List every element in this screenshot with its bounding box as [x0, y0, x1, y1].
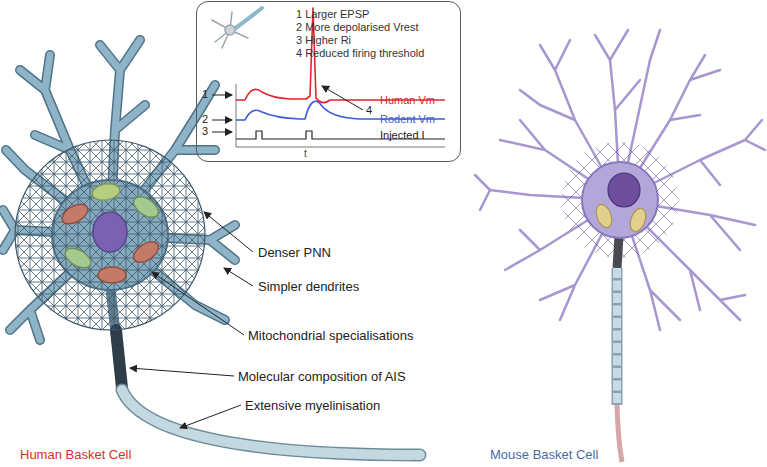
trace-label: Injected I	[380, 129, 425, 141]
human-organelle	[59, 200, 91, 228]
leader-arrow	[180, 405, 241, 428]
finding-item: 4 Reduced firing threshold	[296, 47, 424, 60]
mouse-axon	[613, 268, 621, 405]
recording-icon	[212, 8, 262, 48]
leader-arrow	[152, 272, 244, 335]
mouse-axon	[617, 236, 619, 268]
callout-number: 3	[202, 125, 208, 137]
leader-arrow	[224, 268, 253, 286]
feature-label: Mitochondrial specialisations	[248, 328, 413, 343]
trace-label: Human Vm	[380, 94, 435, 106]
callout-arrow	[322, 86, 363, 110]
callout-arrow	[212, 86, 363, 132]
mouse-organelle	[593, 202, 614, 229]
mouse-axon	[617, 405, 622, 462]
callout-arrow	[212, 120, 232, 121]
human-axon	[116, 330, 122, 388]
human-axon	[122, 390, 420, 455]
human-dendrite	[3, 40, 235, 340]
voltage-trace	[236, 8, 445, 147]
finding-item: 3 Higher Ri	[296, 34, 351, 47]
mouse-organelle	[627, 206, 648, 233]
mouse-organelle	[608, 173, 640, 207]
leader-arrow	[130, 368, 234, 376]
feature-label: Extensive myelinisation	[245, 398, 380, 413]
callout-arrow	[212, 95, 232, 96]
recording-icon	[225, 25, 235, 35]
finding-item: 1 Larger EPSP	[296, 8, 369, 21]
feature-label: Molecular composition of AIS	[238, 369, 406, 384]
callout-number: 1	[202, 88, 208, 100]
finding-item: 2 More depolarised Vrest	[296, 21, 419, 34]
human-organelle	[98, 267, 126, 283]
feature-label: Simpler dendrites	[258, 279, 359, 294]
human-organelle	[93, 212, 127, 252]
feature-label: Denser PNN	[258, 245, 331, 260]
mouse-axon	[617, 236, 622, 462]
recording-icon	[212, 12, 248, 48]
callout-number: 4	[366, 104, 372, 116]
human-organelle	[91, 182, 121, 203]
mouse-organelle	[593, 173, 648, 234]
human-organelle	[62, 244, 94, 272]
trace-label: Rodent Vm	[380, 113, 435, 125]
inset-background	[197, 2, 460, 160]
human-organelle	[130, 237, 162, 266]
perineuronal-net	[15, 140, 205, 330]
voltage-trace	[236, 84, 445, 147]
leader-arrow	[204, 212, 253, 252]
human-organelle	[59, 182, 162, 283]
human-dendrite	[3, 40, 235, 340]
cell-title: Mouse Basket Cell	[490, 447, 598, 462]
leader-arrow	[130, 212, 253, 428]
human-axon	[122, 390, 420, 455]
human-dendrite	[3, 40, 235, 340]
axis-label: t	[304, 148, 307, 159]
mouse-axon	[612, 268, 623, 405]
callout-number: 2	[202, 113, 208, 125]
cell-title: Human Basket Cell	[20, 447, 131, 462]
callout-arrow	[212, 132, 232, 133]
voltage-trace	[236, 8, 445, 103]
human-organelle	[130, 192, 162, 221]
recording-icon	[236, 8, 262, 28]
mouse-soma	[582, 162, 658, 238]
